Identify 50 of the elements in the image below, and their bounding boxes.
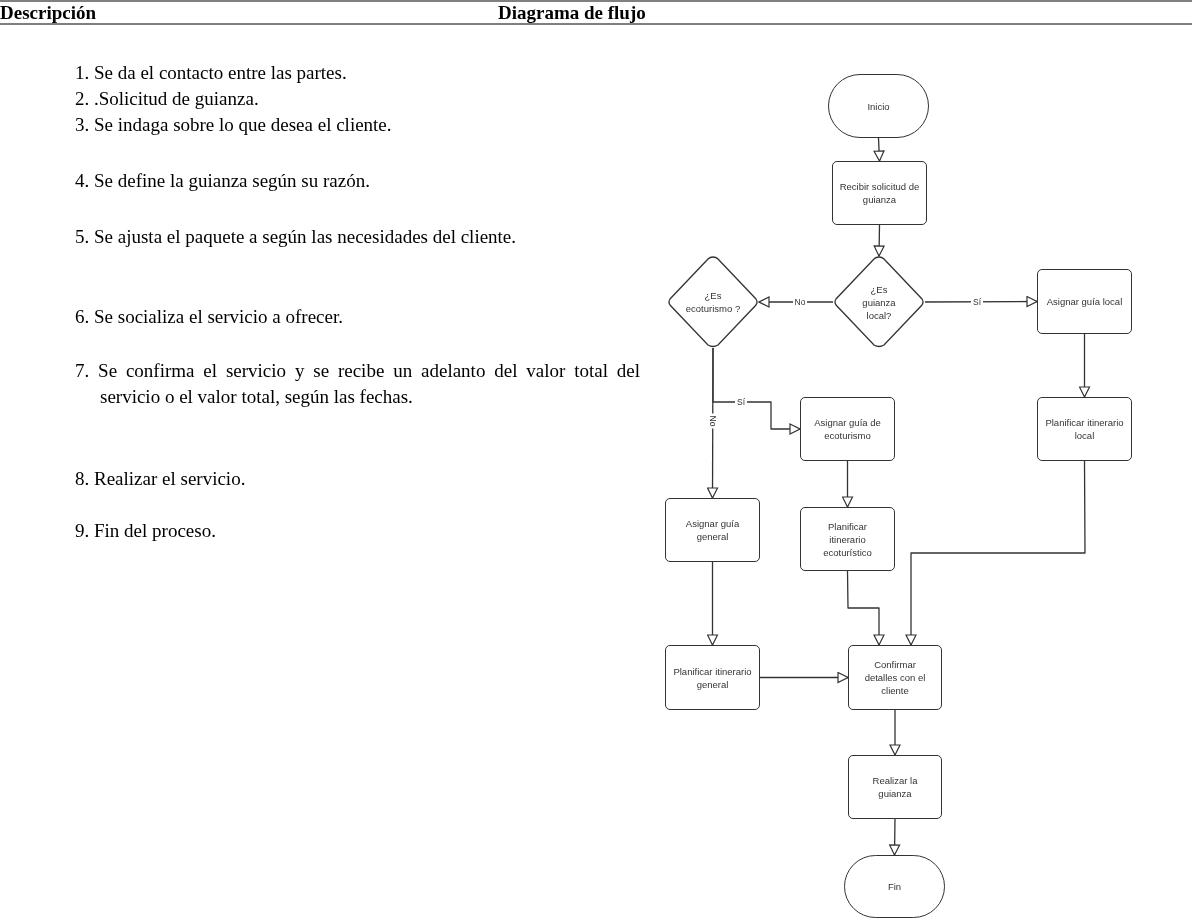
node-text: Asignar guía general [684,517,741,543]
node-text: Planificar itinerario ecoturístico [822,519,873,559]
edge-label: No [708,413,718,429]
flow-arrow [889,709,901,756]
list-item: 9. Fin del proceso. [75,519,217,543]
node-text: ¿Es ecoturismo ? [685,289,741,315]
flow-arrow [924,295,1038,308]
edge-label: Sí [735,397,747,407]
flow-arrow [873,224,885,257]
process-box [1037,397,1132,461]
column-heading: Diagrama de flujo [498,2,646,24]
flow-arrow [905,460,1086,646]
list-item: 7. Se confirma el servicio y se recibe un adelanto del valor total del servicio o el valor total, según las fechas. [75,359,640,409]
flow-arrow [846,570,885,646]
flow-arrow [759,671,849,684]
node-text: Asignar guía de ecoturismo [813,416,882,442]
edge-label: Sí [971,297,983,307]
process-box [665,645,760,710]
node-text: Planificar itinerario local [1044,416,1125,442]
list-item: 1. Se da el contacto entre las partes. [75,61,348,85]
process-box [800,507,895,571]
node-text: Inicio [866,99,891,113]
flow-arrow [889,818,901,856]
node-text: Planificar itinerario general [672,664,753,691]
flow-arrow [706,561,719,646]
list-item: 6. Se socializa el servicio a ofrecer. [75,305,344,329]
process-box [800,397,895,461]
flow-arrow [873,137,885,162]
flow-arrow [706,347,719,499]
node-text: Recibir solicitud de guianza [839,180,920,206]
list-item: 4. Se define la guianza según su razón. [75,169,371,193]
process-box [665,498,760,562]
column-heading: Descripción [0,2,97,24]
list-item: 8. Realizar el servicio. [75,467,247,491]
flow-arrow [1078,333,1091,398]
process-box [848,755,942,819]
node-text: Confirmar detalles con el cliente [863,658,927,697]
edge-label: No [792,297,808,307]
flow-arrow [758,296,834,308]
node-text: Fin [886,880,903,893]
node-text: ¿Es guianza local? [861,282,897,322]
process-box [1037,269,1132,334]
process-box [832,161,927,225]
node-text: Realizar la guianza [871,774,919,800]
flow-arrow [841,460,854,508]
process-box [848,645,942,710]
list-item: 3. Se indaga sobre lo que desea el cliente. [75,113,393,137]
list-item: 2. .Solicitud de guianza. [75,87,260,111]
node-text: Asignar guía local [1045,295,1124,308]
list-item: 5. Se ajusta el paquete a según las necesidades del cliente. [75,225,518,249]
